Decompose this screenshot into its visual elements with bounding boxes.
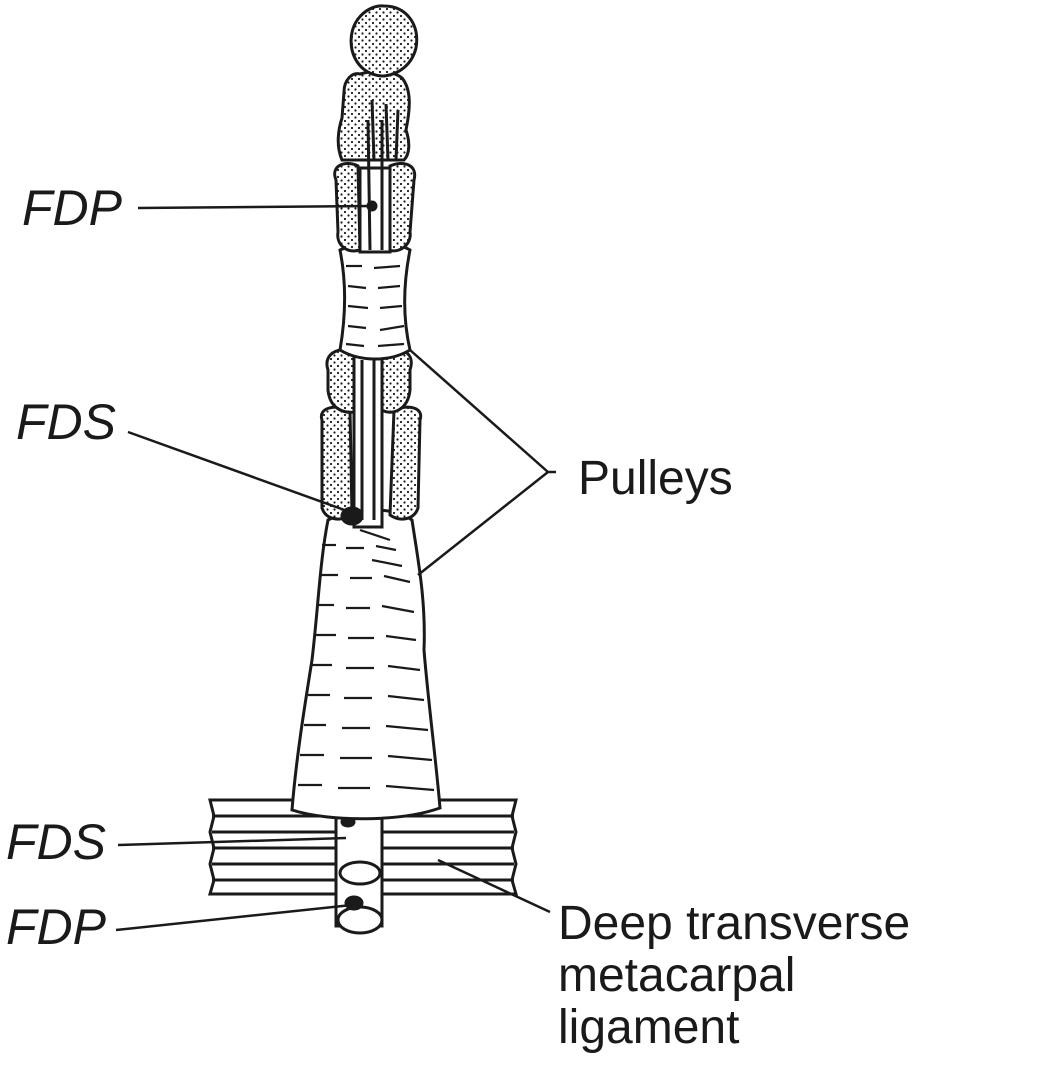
label-pulleys: Pulleys: [578, 452, 733, 505]
label-ligament-line1: Deep transverse: [558, 897, 911, 950]
leader-fdp-base: [115, 903, 353, 932]
leader-pulleys: [409, 349, 556, 474]
middle-pulley: [338, 241, 412, 361]
leader-fdp-distal: [137, 204, 373, 210]
middle-pulley-fibers: [345, 264, 405, 348]
leader-fds-base: [117, 836, 347, 847]
leader-ligament: [437, 858, 551, 914]
label-ligament-line3: ligament: [558, 1001, 740, 1054]
base-tendons: [334, 804, 384, 935]
label-fdp-base: FDP: [6, 899, 106, 955]
leader-pulleys-lower: [417, 471, 549, 576]
middle-phalanx: [319, 347, 423, 529]
leader-fds-middle: [127, 430, 351, 514]
proximal-pulley: [290, 508, 442, 821]
label-ligament-line2: metacarpal: [558, 949, 796, 1002]
leader-lines: [115, 204, 556, 932]
label-fdp-distal: FDP: [22, 180, 122, 236]
label-fds-middle: FDS: [16, 394, 116, 450]
proximal-pulley-fibers: [298, 528, 435, 792]
label-ligament: Deep transverse metacarpal ligament: [558, 898, 910, 1054]
distal-phalanx: [333, 4, 419, 254]
label-fds-base: FDS: [6, 814, 106, 870]
